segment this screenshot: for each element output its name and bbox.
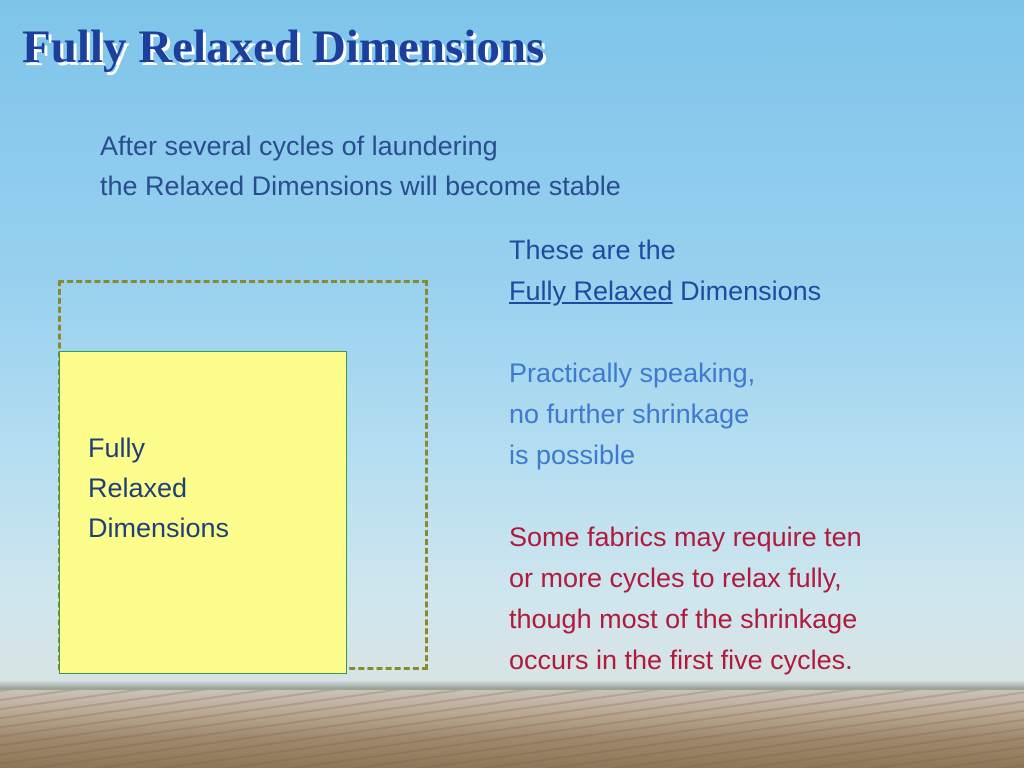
cycles-warning-line-4: occurs in the first five cycles.	[509, 645, 853, 675]
fully-relaxed-box	[59, 351, 347, 674]
cycles-warning-paragraph: Some fabrics may require ten or more cyc…	[509, 517, 862, 681]
shrinkage-note-paragraph: Practically speaking, no further shrinka…	[509, 353, 862, 476]
box-label-line-1: Fully	[88, 433, 146, 463]
intro-line-2: the Relaxed Dimensions will become stabl…	[100, 171, 621, 201]
box-label-line-3: Dimensions	[88, 513, 230, 543]
box-label: Fully Relaxed Dimensions	[88, 428, 229, 548]
definition-line-2: Fully Relaxed Dimensions	[509, 271, 862, 312]
intro-line-1: After several cycles of laundering	[100, 131, 498, 161]
box-label-line-2: Relaxed	[88, 473, 188, 503]
cycles-warning-line-3: though most of the shrinkage	[509, 604, 858, 634]
cycles-warning-line-2: or more cycles to relax fully,	[509, 563, 842, 593]
definition-paragraph: These are the Fully Relaxed Dimensions	[509, 230, 862, 312]
shrinkage-note-line-3: is possible	[509, 440, 636, 470]
definition-line-1: These are the	[509, 235, 676, 265]
shrinkage-note-line-2: no further shrinkage	[509, 399, 750, 429]
cycles-warning-line-1: Some fabrics may require ten	[509, 522, 862, 552]
cotton-field-background	[0, 690, 1024, 768]
fully-relaxed-link[interactable]: Fully Relaxed	[509, 276, 673, 306]
slide-title: Fully Relaxed Dimensions	[22, 21, 545, 73]
intro-text: After several cycles of laundering the R…	[100, 126, 621, 206]
shrinkage-note-line-1: Practically speaking,	[509, 358, 756, 388]
definition-line-2-rest: Dimensions	[672, 276, 822, 306]
right-column-text: These are the Fully Relaxed Dimensions P…	[509, 230, 862, 681]
